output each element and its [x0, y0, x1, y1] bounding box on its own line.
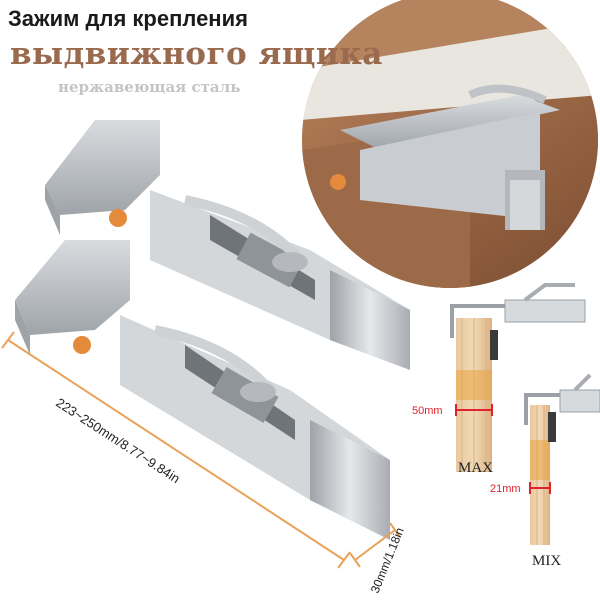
min-label: MIX [532, 553, 561, 569]
title-line-3: нержавеющая сталь [58, 78, 241, 96]
clamp-upper [45, 120, 410, 370]
width-dimension [349, 522, 401, 568]
max-label: MAX [458, 460, 493, 476]
title-line-1: Зажим для крепления [8, 6, 248, 31]
min-diagram [524, 373, 600, 545]
clamp-lower [15, 240, 390, 540]
length-dimension [1, 331, 351, 569]
min-thickness-label: 21mm [490, 483, 521, 495]
max-diagram [450, 283, 586, 472]
max-thickness-label: 50mm [412, 405, 443, 417]
title-line-2: выдвижного ящика [10, 36, 383, 72]
